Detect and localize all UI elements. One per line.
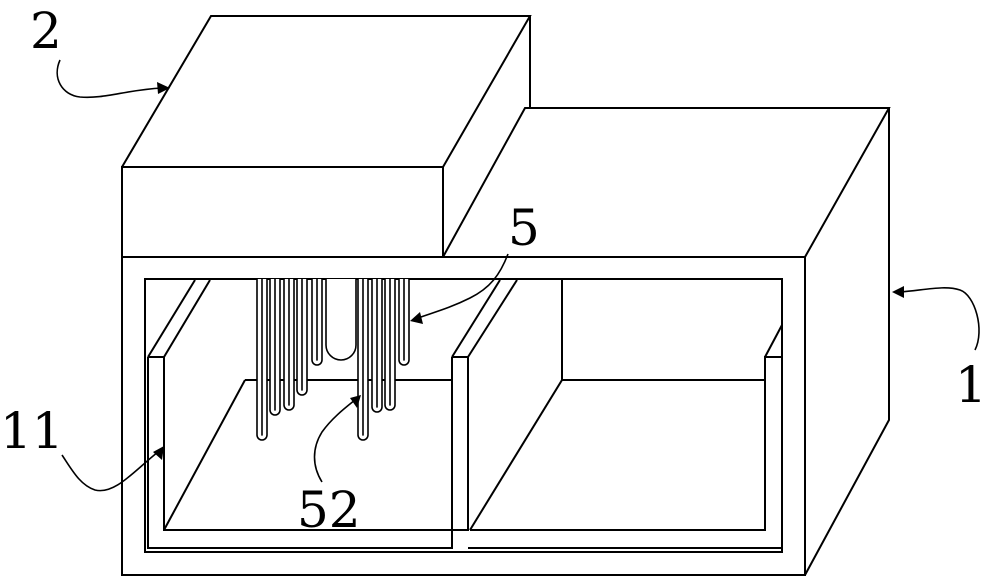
divider-top-left [451, 279, 501, 358]
housing [121, 107, 891, 576]
housing-top-surface [442, 107, 891, 258]
top-block-front [121, 166, 444, 258]
leader-5-arrow [410, 312, 423, 324]
leader-1-arrow [892, 286, 904, 298]
label-2: 2 [30, 2, 62, 60]
leader-11-arrow [153, 446, 164, 460]
divider [451, 279, 518, 548]
housing-right-face [804, 108, 890, 576]
left-tank-left-edge-outer [147, 279, 196, 358]
label-11: 11 [0, 402, 64, 460]
leader-52 [313, 399, 356, 483]
heating-tube-ubend [325, 279, 357, 361]
opening-frame [144, 278, 783, 553]
leader-11 [61, 451, 159, 492]
right-tank [468, 280, 783, 549]
right-tank-right-edge [764, 324, 783, 358]
label-52: 52 [297, 481, 361, 539]
left-tank-floor-edge [163, 379, 246, 531]
top-block-top [121, 15, 532, 168]
front-opening [144, 278, 783, 553]
leader-lines [56, 59, 980, 492]
leader-1 [899, 287, 980, 351]
leader-2 [56, 59, 163, 99]
right-tank-front-rim [468, 357, 783, 549]
left-tank-left-edge [163, 279, 211, 358]
leader-2-arrow [157, 82, 170, 94]
right-tank-floor-edge [469, 379, 563, 531]
leader-52-arrow [350, 395, 361, 408]
heating-tubes [256, 278, 410, 441]
divider-top-right [467, 279, 518, 358]
top-block [121, 15, 532, 258]
label-5: 5 [508, 199, 540, 257]
right-tank-inner-front [470, 356, 782, 531]
divider-front [452, 356, 469, 531]
housing-front-face [121, 256, 806, 576]
reference-numerals: 2 5 1 11 52 [0, 2, 987, 539]
label-1: 1 [955, 356, 987, 414]
leader-5 [417, 253, 509, 319]
